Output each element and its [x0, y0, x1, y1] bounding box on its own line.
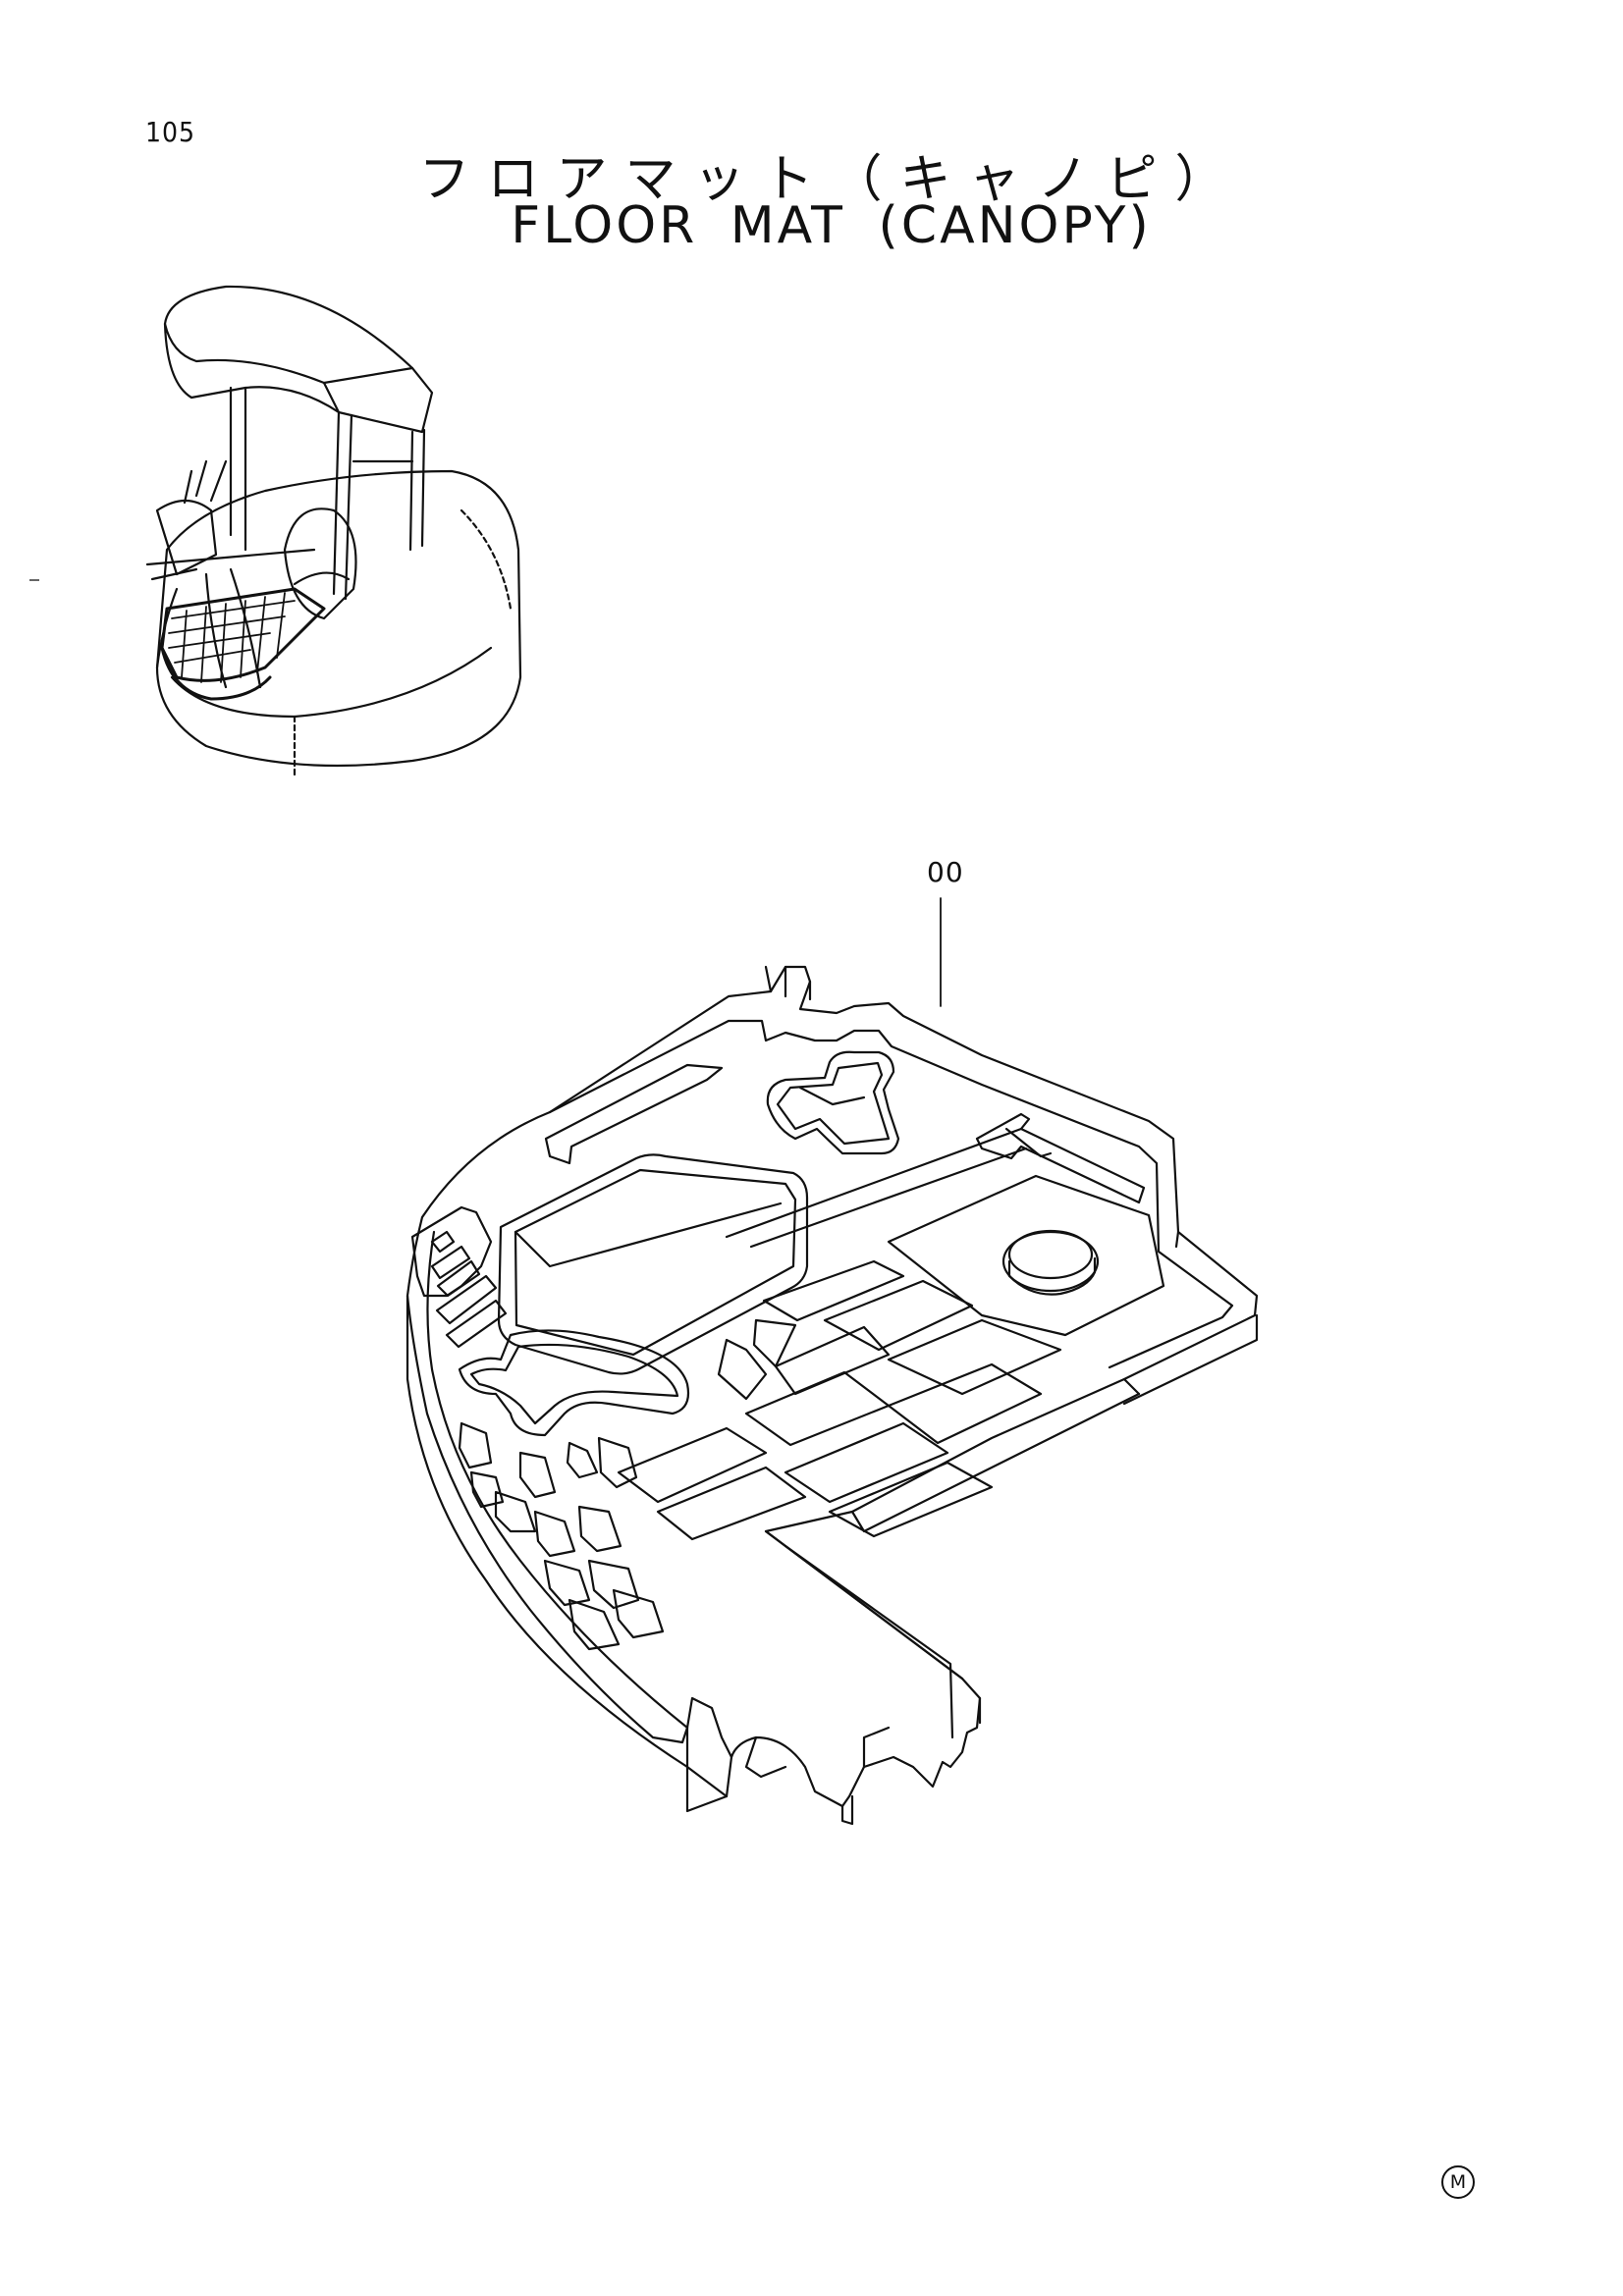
- title-english: FLOOR MAT (CANOPY): [511, 196, 1152, 255]
- margin-mark: [29, 579, 39, 581]
- footer-mark: M: [1441, 2165, 1475, 2199]
- floor-mat-part-icon: [406, 897, 1259, 1826]
- title-japanese: フロアマット（キャノピ）: [418, 150, 1244, 209]
- excavator-canopy-overview-icon: [145, 285, 522, 777]
- page-number: 105: [145, 116, 196, 148]
- callout-part-00: 00: [927, 856, 964, 888]
